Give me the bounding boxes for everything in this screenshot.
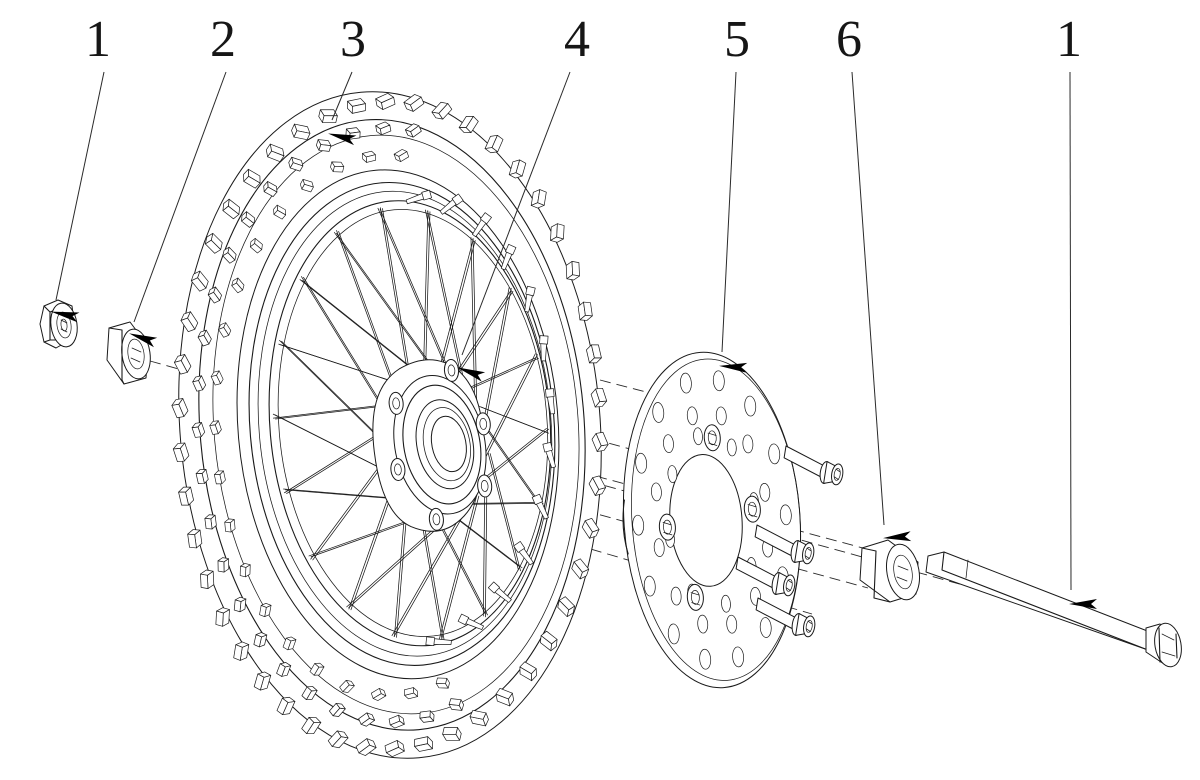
part-brake-disc — [622, 351, 802, 689]
part-front-wheel — [170, 91, 610, 759]
part-left-wheel-spacer — [106, 321, 151, 385]
callout-label-3: 3 — [340, 11, 366, 68]
callout-label-4: 4 — [564, 11, 590, 68]
spoke-nipples — [405, 189, 556, 647]
part-right-wheel-spacer — [859, 539, 920, 603]
disc-mount-bosses — [658, 424, 761, 611]
callout-label-6: 6 — [836, 11, 862, 68]
callout-label-5: 5 — [724, 11, 750, 68]
part-axle-bolt — [925, 551, 1182, 668]
callout-label-1: 1 — [85, 11, 111, 68]
part-axle-nut — [39, 299, 78, 349]
callout-label-2: 2 — [210, 11, 236, 68]
wheel-hub — [372, 358, 493, 532]
callout-leaders — [51, 71, 1097, 609]
callout-label-1b: 1 — [1056, 11, 1082, 68]
